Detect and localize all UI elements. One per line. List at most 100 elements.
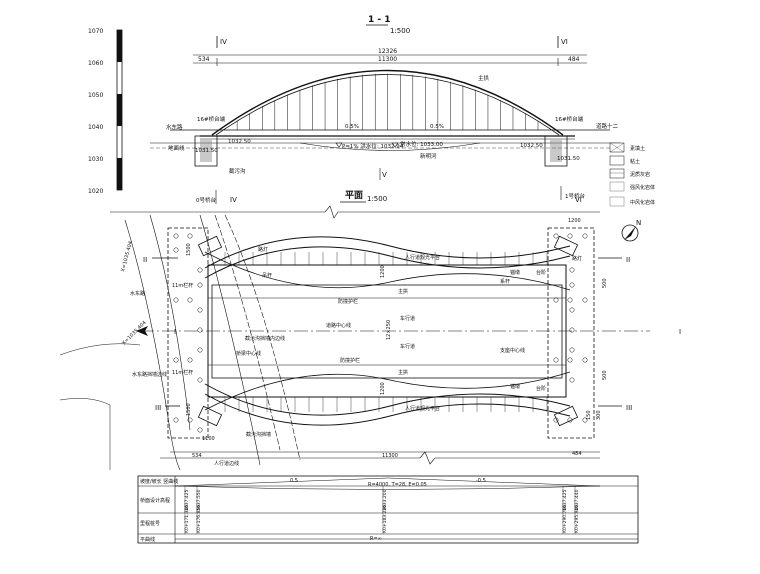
legend-label-2: 泥质灰岩	[630, 171, 650, 178]
elev-left-pier: 0号桥台	[196, 196, 216, 204]
plan-view: 平面 1:500 N	[59, 190, 681, 471]
legend-label-3: 强风化岩体	[630, 184, 655, 191]
anchor-dot	[567, 357, 573, 363]
elevation-view: 1070 1060 1050 1040 1030 1020 1 - 1 1:50…	[88, 15, 620, 204]
legend: 素填土 粘土 泥质灰岩 强风化岩体 中风化岩体	[609, 142, 655, 207]
anchor-dot	[173, 357, 179, 363]
scale-tick-3: 1040	[88, 124, 103, 131]
plan-lamp-right: 路灯	[572, 255, 582, 262]
plan-title: 平面	[345, 190, 363, 201]
svg-text:N: N	[636, 219, 641, 227]
plan-scale: 1:500	[367, 195, 387, 203]
plan-mark-iii-right: III	[626, 404, 632, 412]
plan-mark-i-right: I	[679, 328, 681, 336]
plan-bridge-axis: 桥梁中心线	[236, 350, 261, 357]
plan-dim-pier: 1100	[202, 436, 215, 442]
scale-tick-1: 1060	[88, 60, 103, 67]
legend-swatch-4	[609, 196, 625, 207]
elev-left-elev2: 1031.50	[195, 148, 218, 154]
scale-tick-4: 1030	[88, 156, 103, 163]
elev-value-1: 1037.550	[196, 489, 202, 511]
right-abutment	[544, 135, 568, 167]
anchor-dot	[567, 233, 573, 239]
plan-arch-bottom: 主拱	[398, 369, 408, 376]
anchor-dot	[173, 233, 179, 239]
plan-dim-side-a: 1500	[186, 403, 192, 416]
plan-mark-i-left: I	[174, 328, 176, 336]
plan-railing-top: 防撞护栏	[338, 298, 358, 305]
plan-sidewalk-edge: 人行道边线	[214, 460, 239, 467]
north-arrow-icon: N	[621, 219, 641, 242]
anchor-dot	[582, 417, 588, 423]
anchor-dot	[197, 282, 203, 288]
plan-mark-ii-left: II	[143, 256, 147, 264]
table-row-3: 平曲线	[140, 536, 155, 543]
table-row-2: 里程桩号	[140, 520, 160, 527]
anchor-dot	[173, 297, 179, 303]
plan-coord1: X=1035.404	[120, 241, 134, 273]
anchor-dot	[197, 347, 203, 353]
plan-hanger: 吊杆	[262, 272, 272, 279]
elev-left-elev1: 1032.50	[228, 139, 251, 145]
plan-hangers	[224, 252, 548, 412]
legend-label-0: 素填土	[630, 145, 645, 152]
anchor-dot	[567, 297, 573, 303]
anchor-dot	[569, 327, 575, 333]
table-slope-right: -0.5	[476, 478, 486, 484]
plan-anchor-top: 锚墩	[510, 269, 520, 276]
elev-riverbed: 新明河	[420, 152, 437, 160]
plan-mark-iv: IV	[230, 196, 237, 204]
profile-table: 坡度/坡长 竖曲线 桥面设计高程 里程桩号 平曲线 0.5 -0.5 R=400…	[137, 475, 639, 544]
anchor-dot	[569, 282, 575, 288]
legend-swatch-3	[609, 181, 625, 192]
anchor-dot	[173, 247, 179, 253]
plan-dim-bottom: 11300	[382, 453, 398, 459]
plan-dim-center-a: 1200	[380, 265, 386, 278]
table-flat-note: R=∞	[370, 536, 382, 542]
elev-left-water: 水东路	[166, 123, 183, 131]
anchor-dot	[582, 297, 588, 303]
plan-lane-bottom: 车行道	[400, 343, 415, 350]
left-abutment	[194, 135, 218, 167]
anchor-dot	[553, 357, 559, 363]
elev-mark-left: IV	[220, 38, 227, 46]
table-curve-note: R=4000, T=28, E=0.05	[368, 482, 427, 488]
station-value-2: K0+183.236	[382, 505, 388, 533]
elev-mark-right: VI	[561, 38, 568, 46]
right-abutment-plan	[547, 227, 595, 439]
elev-value-4: 1037.440	[574, 489, 580, 511]
anchor-dot	[582, 233, 588, 239]
elevation-title: 1 - 1	[368, 15, 391, 25]
elev-right-pier: 1号桥台	[565, 192, 585, 200]
anchor-dot	[197, 377, 203, 383]
plan-gutter-line: 截污沟挡墙内边线	[245, 335, 285, 342]
plan-road-name: 水东路	[130, 290, 145, 297]
plan-arch-top: 主拱	[398, 288, 408, 295]
elev-left-bank: 地面线	[168, 144, 185, 152]
plan-anchor-bottom: 锚墩	[510, 383, 520, 390]
elev-left-deck-end: 16#桥台端	[197, 115, 226, 123]
elev-water-level: P=1% 洪水位: 1032.94	[342, 142, 404, 150]
plan-gutter-wall: 截污沟挡墙	[246, 431, 271, 438]
plan-road-center: 道路中心线	[326, 322, 351, 329]
elevation-scale: 1:500	[390, 27, 410, 35]
plan-tie: 系杆	[500, 278, 510, 285]
elev-right-elev1: 1032.50	[520, 143, 543, 149]
plan-dim-width-top: 1200	[568, 218, 581, 224]
elev-value-2: 1033.200	[382, 489, 388, 511]
plan-railing-bottom: 防撞护栏	[340, 357, 360, 364]
plan-step-top: 台阶	[536, 269, 546, 276]
station-value-4: K0+295.946	[574, 505, 580, 533]
table-header-label: 坡度/坡长 竖曲线	[140, 478, 178, 485]
elev-gutter: 截污沟	[229, 167, 246, 175]
plan-water-edge: 水东路挡墙边线	[132, 371, 167, 378]
legend-label-4: 中风化岩体	[630, 199, 655, 206]
plan-mark-iii-left: III	[155, 404, 161, 412]
elev-right-deck-end: 16#桥台端	[555, 115, 584, 123]
plan-lamp-left: 路灯	[258, 246, 268, 253]
anchor-dot	[197, 327, 203, 333]
plan-dim-total-width: 12×250	[386, 320, 392, 340]
plan-dim-side-b: 1500	[186, 243, 192, 256]
